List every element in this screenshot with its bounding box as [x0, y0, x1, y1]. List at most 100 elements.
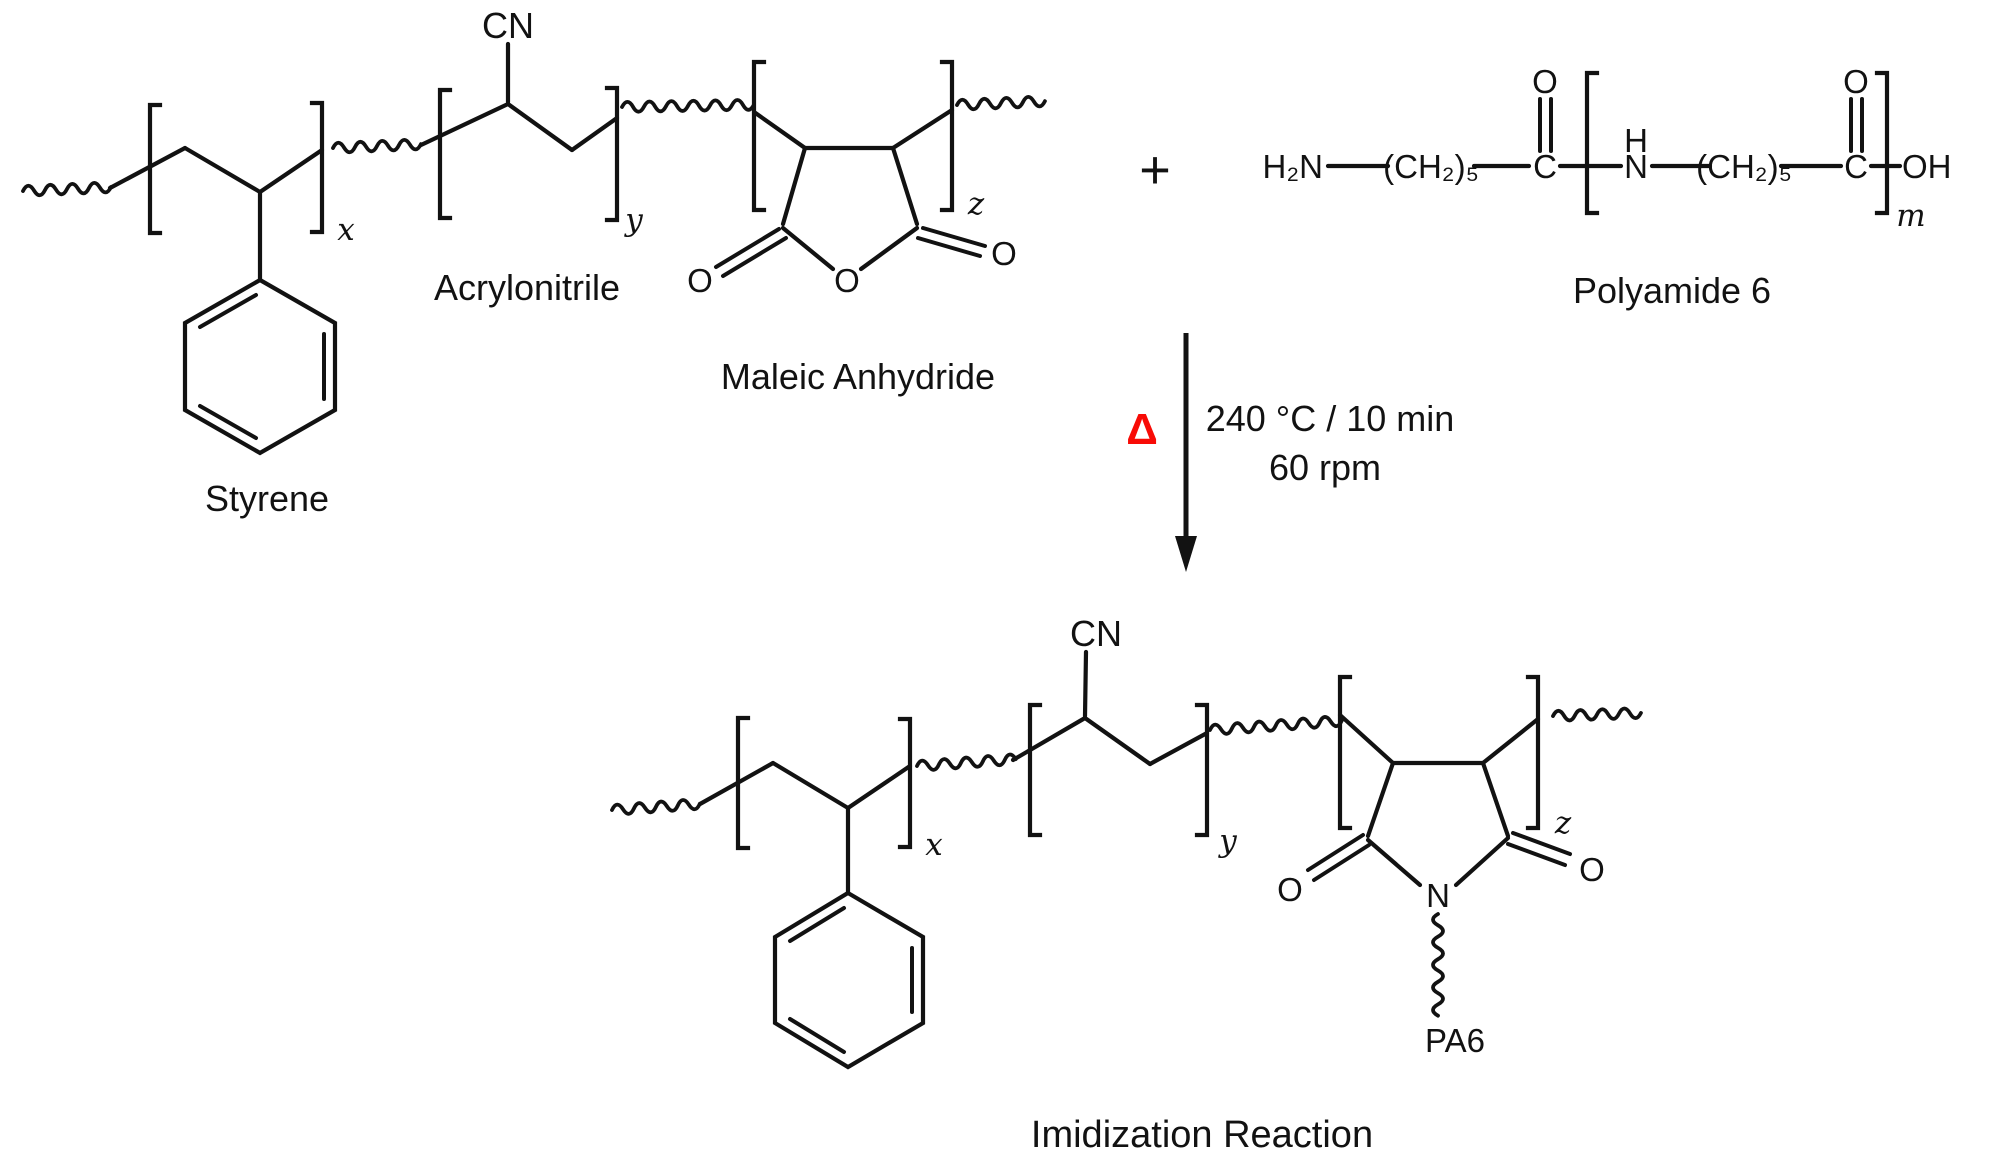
ring-bond: [780, 225, 836, 272]
methylene-run-label: (CH₂)₅: [1696, 148, 1792, 185]
oxygen-label: O: [991, 235, 1017, 272]
carbonyl-double-bond: [1306, 833, 1365, 872]
chain-squiggle-bond: [620, 98, 756, 114]
open-bracket: [147, 102, 163, 236]
maleic-anhydride-unit: O O O z: [687, 59, 1017, 299]
squiggle: [21, 181, 113, 198]
subscript-m: m: [1896, 198, 1925, 234]
maleic-anhydride-label: Maleic Anhydride: [721, 356, 995, 397]
phenyl-double-bond: [198, 293, 258, 329]
close-bracket: [1874, 70, 1890, 216]
bond: [890, 107, 955, 151]
close-bracket: [897, 716, 913, 850]
close-bracket: [309, 100, 325, 235]
chain-squiggle-bond: [955, 95, 1047, 112]
bond: [1337, 712, 1396, 766]
ring-bond: [1453, 835, 1511, 888]
squiggle: [1431, 912, 1445, 1018]
plus-sign: +: [1139, 140, 1171, 200]
reaction-arrow: Δ 240 °C / 10 min 60 rpm: [1126, 333, 1454, 572]
oxygen-label: O: [1579, 851, 1605, 888]
open-bracket: [1584, 70, 1600, 216]
squiggle: [1208, 715, 1344, 736]
ring-bond: [1365, 760, 1396, 839]
carbonyl-carbon-label: C: [1844, 148, 1868, 185]
subscript-y: y: [1217, 823, 1237, 859]
bond: [751, 109, 808, 151]
squiggle: [620, 98, 756, 114]
oxygen-label: O: [834, 262, 860, 299]
subscript-z: z: [967, 186, 985, 222]
bond: [845, 763, 913, 811]
carbonyl-double-bond: [1506, 842, 1567, 867]
imide-nitrogen-label: N: [1426, 877, 1450, 914]
close-bracket: [1194, 702, 1210, 838]
carbonyl-double-bond: [721, 236, 788, 278]
terpolymer-reactant: x CN y: [21, 5, 1047, 519]
condition-line2: 60 rpm: [1269, 447, 1381, 488]
open-bracket: [751, 59, 767, 213]
subscript-x: x: [925, 827, 943, 863]
carbonyl-double-bond: [916, 236, 982, 258]
squiggle: [955, 95, 1047, 112]
chain-squiggle-bond: [1208, 715, 1344, 736]
nitrile-label: CN: [482, 5, 534, 46]
carbonyl-carbon-label: C: [1533, 148, 1557, 185]
heat-delta-symbol: Δ: [1126, 405, 1158, 454]
ring-bond: [780, 145, 808, 227]
close-bracket: [939, 59, 955, 213]
product-styrene-unit: x: [697, 715, 943, 1070]
oxygen-label: O: [687, 262, 713, 299]
chain-squiggle-bond: [610, 798, 702, 816]
squiggle: [610, 798, 702, 816]
maleimide-unit: O O N PA6 z: [1277, 674, 1605, 1059]
methylene-run-label: (CH₂)₅: [1383, 148, 1479, 185]
subscript-x: x: [337, 212, 355, 248]
close-bracket: [604, 85, 620, 223]
product-acrylonitrile-unit: CN y: [1010, 613, 1237, 859]
phenyl-ring: [182, 277, 338, 456]
phenyl-double-bond: [788, 906, 846, 943]
polyamide6-reactant: H₂N (CH₂)₅ C O H N (CH₂)₅ C O OH m Polya…: [1263, 63, 1952, 311]
chain-squiggle-bond: [1551, 706, 1643, 723]
carbonyl-double-bond: [1511, 831, 1572, 856]
condition-line1: 240 °C / 10 min: [1206, 398, 1455, 439]
amine-end-label: H₂N: [1263, 148, 1323, 185]
squiggle: [1551, 706, 1643, 723]
bond: [418, 101, 511, 148]
nitrile-bond: [1082, 649, 1089, 719]
styrene-unit: x: [107, 100, 355, 456]
subscript-y: y: [623, 202, 643, 238]
scheme-title: Imidization Reaction: [1031, 1114, 1373, 1156]
amide-h-label: H: [1624, 122, 1648, 159]
bond: [107, 145, 188, 191]
bond: [1010, 715, 1088, 763]
carbonyl-double-bond: [921, 226, 987, 248]
bond: [1082, 715, 1153, 767]
arrow-head: [1175, 536, 1197, 572]
open-bracket: [1337, 674, 1353, 831]
squiggle: [331, 138, 423, 155]
ring-bond: [1365, 837, 1423, 888]
open-bracket: [437, 87, 453, 221]
bond: [257, 147, 325, 195]
subscript-z: z: [1554, 805, 1572, 841]
pa6-graft-label: PA6: [1425, 1022, 1485, 1059]
close-bracket: [1525, 674, 1541, 831]
bond: [569, 115, 620, 153]
imidized-product: x CN y: [610, 613, 1643, 1070]
phenyl-double-bond: [788, 1017, 846, 1054]
amide-n-label: N: [1624, 148, 1648, 185]
nitrile-label: CN: [1070, 613, 1122, 654]
chain-squiggle-bond: [331, 138, 423, 155]
open-bracket: [1027, 702, 1043, 838]
ring-bond: [890, 145, 920, 227]
oxygen-label: O: [1843, 63, 1869, 100]
graft-squiggle-bond: [1431, 912, 1445, 1018]
ring-bond: [1480, 760, 1511, 839]
chain-squiggle-bond: [21, 181, 113, 198]
polyamide6-label: Polyamide 6: [1573, 270, 1771, 311]
ring-bond: [858, 225, 920, 272]
